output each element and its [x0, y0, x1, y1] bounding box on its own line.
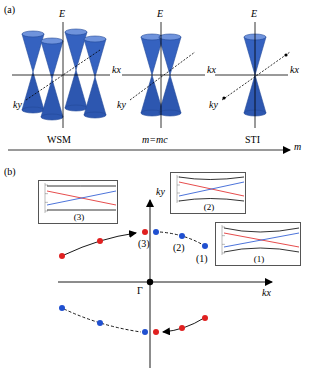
axis-label: kx — [290, 64, 299, 76]
band-inset: (1) — [215, 222, 301, 266]
callout-number: (2) — [173, 242, 185, 254]
axis-label: E — [157, 8, 163, 20]
axis-label: ky — [13, 99, 22, 111]
band-inset: (2) — [170, 172, 246, 214]
band-inset: (3) — [38, 180, 118, 224]
axis-label: ky — [117, 99, 126, 111]
phase-label: STI — [245, 134, 260, 146]
panel-label: (a) — [4, 4, 15, 16]
callout-number: (1) — [196, 253, 208, 265]
phase-label: WSM — [47, 134, 71, 146]
axis-label: ky — [156, 186, 165, 198]
dirac-cone — [41, 38, 63, 120]
dirac-cone — [65, 29, 87, 111]
panel-label: (b) — [4, 166, 16, 178]
axis-label: ky — [209, 99, 218, 111]
dirac-cone — [84, 36, 106, 118]
axis-label: E — [59, 8, 65, 20]
phase-label: m=mc — [142, 134, 168, 146]
point-label: Γ — [137, 285, 143, 297]
axis-label: E — [251, 8, 257, 20]
dirac-cone — [22, 31, 44, 113]
axis-label: m — [294, 141, 301, 153]
inset-label: (3) — [74, 212, 85, 222]
callout-number: (3) — [138, 238, 150, 250]
axis-label: kx — [207, 64, 216, 76]
inset-label: (2) — [204, 202, 215, 212]
inset-label: (1) — [254, 254, 265, 264]
axis-label: kx — [262, 287, 271, 299]
axis-label: kx — [112, 64, 121, 76]
